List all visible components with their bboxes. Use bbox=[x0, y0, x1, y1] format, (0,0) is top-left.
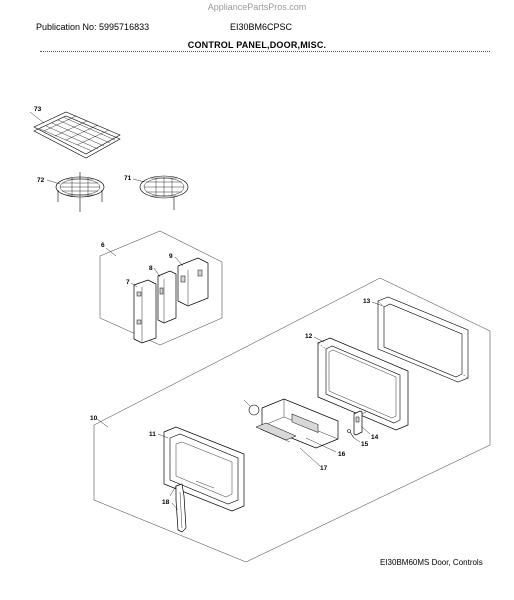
callout-9: 9 bbox=[169, 253, 173, 260]
part-71-round-rack[interactable] bbox=[139, 175, 189, 210]
part-72-round-rack[interactable] bbox=[55, 172, 105, 212]
callout-8: 8 bbox=[149, 265, 153, 272]
part-12-inner-door-frame[interactable] bbox=[317, 337, 409, 431]
callout-15: 15 bbox=[361, 441, 369, 448]
part-16-keypad-wiring[interactable] bbox=[243, 399, 297, 443]
leader-line-8 bbox=[153, 267, 161, 278]
part-10-door-assembly-outline bbox=[93, 277, 491, 563]
part-73-oven-rack[interactable] bbox=[33, 111, 121, 159]
diagram-caption: EI30BM60MS Door, Controls bbox=[380, 558, 483, 567]
callout-11: 11 bbox=[149, 431, 156, 438]
callout-12: 12 bbox=[305, 333, 313, 340]
leader-line-11 bbox=[157, 433, 169, 439]
part-14-door-latch[interactable] bbox=[353, 410, 367, 436]
leader-line-15 bbox=[353, 437, 361, 443]
callout-18: 18 bbox=[162, 499, 170, 506]
site-watermark: AppliancePartsPros.com bbox=[207, 2, 307, 12]
callout-10: 10 bbox=[90, 415, 98, 422]
leader-line-9 bbox=[174, 256, 184, 267]
model-number: EI30BM6CPSC bbox=[230, 22, 293, 32]
leader-line-10 bbox=[96, 418, 109, 428]
callout-14: 14 bbox=[371, 434, 379, 441]
callout-17: 17 bbox=[320, 465, 328, 472]
part-6-group-outline bbox=[99, 230, 223, 346]
leader-line-73 bbox=[29, 111, 45, 124]
leader-line-12 bbox=[313, 336, 325, 343]
callout-71: 71 bbox=[124, 175, 132, 182]
part-15-screw[interactable] bbox=[347, 429, 355, 439]
leader-line-16 bbox=[305, 437, 337, 453]
publication-number: Publication No: 5995716833 bbox=[36, 22, 150, 32]
leader-line-72 bbox=[46, 179, 61, 185]
callout-7: 7 bbox=[126, 279, 130, 286]
part-7-hinge-bracket[interactable] bbox=[133, 279, 157, 344]
leader-line-6 bbox=[105, 247, 117, 257]
callout-72: 72 bbox=[37, 177, 45, 184]
part-18-door-handle[interactable] bbox=[169, 483, 187, 533]
part-8-hinge-spring[interactable] bbox=[157, 270, 177, 324]
part-17-control-panel[interactable] bbox=[261, 398, 339, 449]
leader-line-7 bbox=[130, 282, 138, 288]
callout-16: 16 bbox=[338, 451, 346, 458]
leader-line-13 bbox=[371, 301, 384, 307]
callout-73: 73 bbox=[34, 106, 42, 113]
title-divider bbox=[40, 51, 490, 52]
leader-line-71 bbox=[132, 178, 146, 183]
leader-line-14 bbox=[361, 426, 371, 435]
part-9-hinge-receptacle[interactable] bbox=[177, 257, 209, 307]
leader-line-17 bbox=[299, 447, 321, 467]
part-11-outer-door[interactable] bbox=[163, 426, 245, 512]
callout-6: 6 bbox=[101, 242, 105, 249]
leader-line-18 bbox=[171, 502, 179, 511]
callout-13: 13 bbox=[363, 298, 371, 305]
section-title: CONTROL PANEL,DOOR,MISC. bbox=[187, 40, 327, 50]
